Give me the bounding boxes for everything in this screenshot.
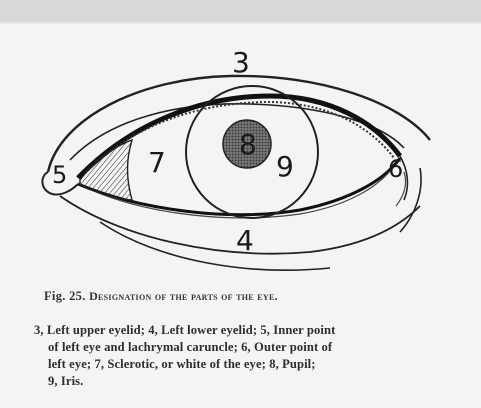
caption-title: Designation of the parts of the eye. [89,289,278,303]
label-pupil: 8 [239,128,257,161]
lachrymal-caruncle [80,140,132,200]
eye-diagram-figure: 3 4 5 6 7 8 9 [0,0,481,300]
legend-line: 3, Left upper eyelid; 4, Left lower eyel… [34,322,481,339]
lower-cheek-curve [100,222,330,270]
eye-diagram: 3 4 5 6 7 8 9 [0,0,481,300]
label-iris: 9 [276,150,294,183]
figure-legend: 3, Left upper eyelid; 4, Left lower eyel… [34,322,481,390]
lower-lid-lash-line [96,166,394,218]
caption-prefix: Fig. 25. [44,289,86,303]
label-upper-eyelid: 3 [232,46,250,79]
figure-caption: Fig. 25. Designation of the parts of the… [44,289,474,304]
legend-line: 9, Iris. [34,373,481,390]
legend-line: of left eye and lachrymal caruncle; 6, O… [34,339,481,356]
legend-line: left eye; 7, Sclerotic, or white of the … [34,356,481,373]
label-lower-eyelid: 4 [236,224,254,257]
label-outer-point: 6 [388,155,403,183]
label-inner-point: 5 [52,161,67,189]
label-sclerotic: 7 [148,146,166,179]
